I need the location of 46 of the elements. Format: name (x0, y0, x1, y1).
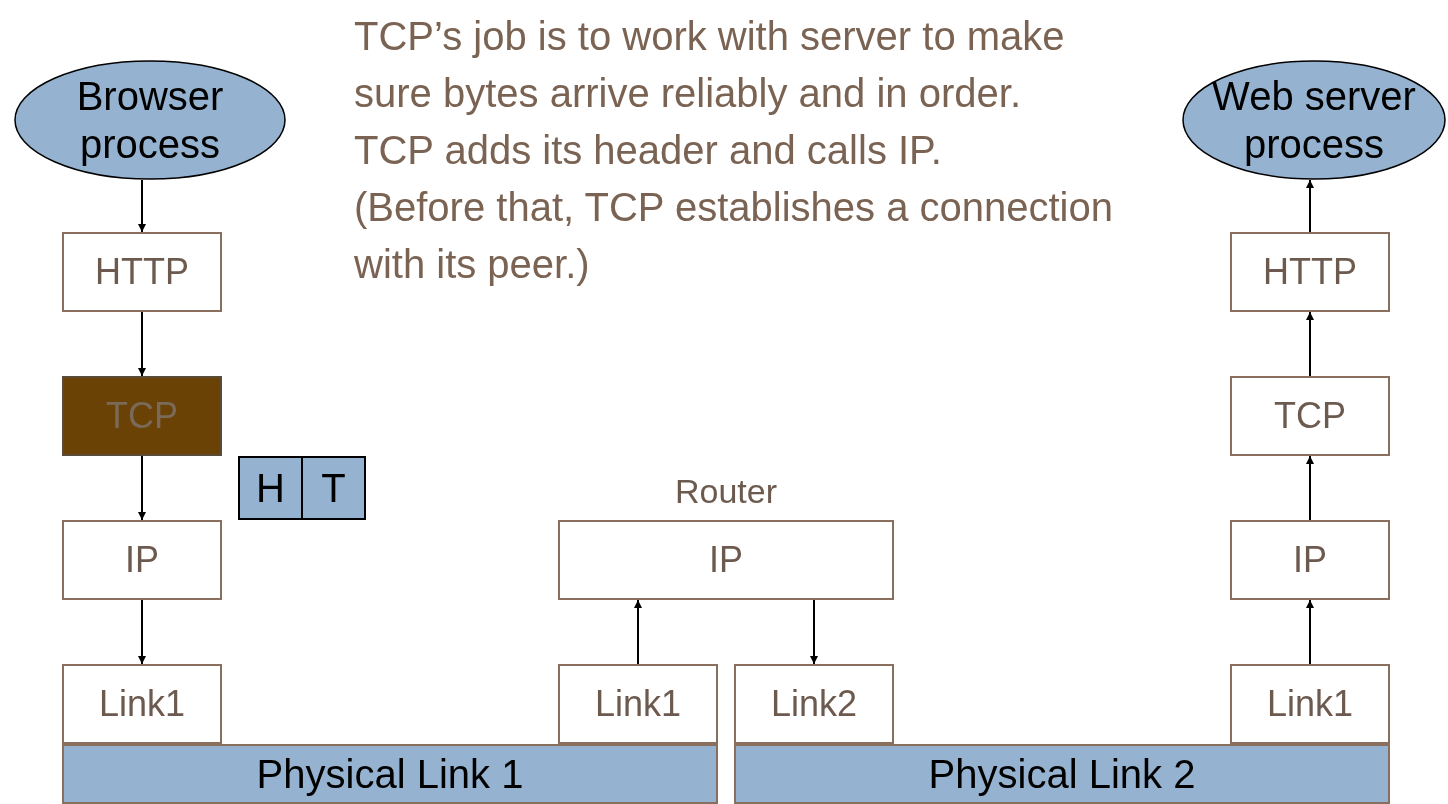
active-layer-box (62, 376, 222, 456)
layer-label: HTTP (95, 254, 189, 290)
layer-box (1230, 664, 1390, 744)
arrow (138, 455, 146, 521)
header-field: T (301, 458, 364, 518)
layer-box (1230, 520, 1390, 600)
link-label: Physical Link 2 (928, 754, 1196, 794)
arrow (138, 179, 146, 233)
arrow (138, 599, 146, 665)
arrow (810, 599, 818, 665)
explanation-text: TCP’s job is to work with server to make sure bytes arrive reliably and in order. (354, 13, 1066, 117)
layer-box (62, 520, 222, 600)
layer-label: Link1 (1266, 686, 1354, 722)
layer-label: Link1 (98, 686, 186, 722)
arrow (1306, 599, 1314, 665)
process-ellipse (14, 60, 286, 180)
process-ellipse (1182, 60, 1446, 180)
layer-box (1230, 376, 1390, 456)
layer-box (734, 664, 894, 744)
physical-link-bar (62, 744, 718, 804)
arrow (1306, 311, 1314, 377)
layer-label: Link2 (770, 686, 858, 722)
process-label: Web server process (1211, 73, 1417, 168)
arrow (1306, 179, 1314, 233)
arrow (138, 311, 146, 377)
layer-box (1230, 232, 1390, 312)
layer-label: TCP (1274, 398, 1346, 434)
router-label: Router (673, 474, 779, 508)
layer-box (62, 664, 222, 744)
physical-link-bar (734, 744, 1390, 804)
layer-box (558, 664, 718, 744)
link-label: Physical Link 1 (256, 754, 524, 794)
explanation-text: (Before that, TCP establishes a connection with its peer.) (354, 184, 1114, 288)
process-label: Browser process (75, 73, 225, 168)
explanation-text: TCP adds its header and calls IP. (354, 127, 943, 174)
header-field: H (240, 458, 301, 518)
layer-box (62, 232, 222, 312)
packet-box (238, 456, 366, 520)
layer-label: IP (709, 542, 743, 578)
layer-label: HTTP (1263, 254, 1357, 290)
layer-label: IP (125, 542, 159, 578)
layer-label: TCP (106, 398, 178, 434)
arrow (634, 599, 642, 665)
layer-label: Link1 (594, 686, 682, 722)
layer-label: IP (1293, 542, 1327, 578)
arrow (1306, 455, 1314, 521)
